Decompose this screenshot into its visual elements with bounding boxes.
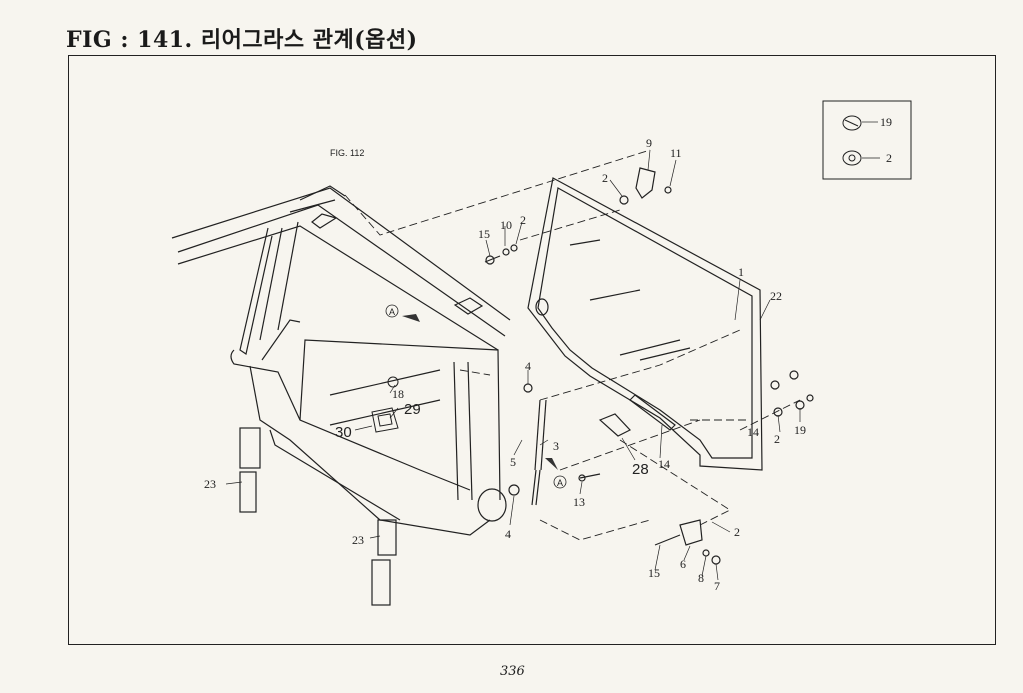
part-label-15a: 15 (478, 227, 490, 241)
svg-text:A: A (557, 478, 563, 488)
part-label-4b: 4 (505, 527, 511, 541)
diagram-frame (68, 55, 996, 645)
figure-title: FIG : 141. 리어그라스 관계(옵션) (66, 27, 418, 53)
assembly-lines (344, 149, 801, 541)
handle-part (477, 488, 507, 522)
part-labels: 1 22 9 11 2 15 10 2 4 3 5 4 18 29 30 23 … (204, 136, 806, 593)
latch-28 (598, 413, 631, 437)
cab-roof-frame (171, 185, 511, 351)
cab-body (230, 339, 501, 536)
bracket-23-right (371, 519, 397, 606)
lower-hinge-6 (654, 519, 721, 565)
part-label-22: 22 (770, 289, 782, 303)
part-label-1: 1 (738, 265, 744, 279)
part-label-28: 28 (632, 461, 649, 478)
part-label-14b: 14 (747, 425, 759, 439)
inset-label-2: 2 (886, 151, 892, 165)
part-label-8: 8 (698, 571, 704, 585)
part-label-18: 18 (392, 387, 404, 401)
bracket-23-left (239, 427, 261, 513)
part-label-23a: 23 (204, 477, 216, 491)
part-label-6: 6 (680, 557, 686, 571)
bolt-15-upper (484, 244, 518, 265)
part-label-30: 30 (335, 424, 352, 441)
part-label-29: 29 (404, 401, 421, 418)
part-label-23b: 23 (352, 533, 364, 547)
clip-parts (371, 376, 399, 433)
part-label-10: 10 (500, 218, 512, 232)
svg-text:A: A (389, 307, 395, 317)
rear-glass-panel (527, 177, 763, 471)
leader-lines (225, 149, 801, 581)
part-label-19: 19 (794, 423, 806, 437)
part-label-9: 9 (646, 136, 652, 150)
bolt-13 (578, 473, 601, 482)
inset-label-19: 19 (880, 115, 892, 129)
page-number: 336 (500, 664, 525, 679)
part-label-5: 5 (510, 455, 516, 469)
part-label-11: 11 (670, 146, 682, 160)
reference-label: FIG. 112 (330, 148, 364, 158)
bolts-19 (770, 370, 814, 417)
part-label-2b: 2 (520, 213, 526, 227)
gas-strut (508, 383, 547, 506)
part-label-4a: 4 (525, 359, 531, 373)
marker-a-lower: A (545, 458, 567, 489)
part-label-2a: 2 (602, 171, 608, 185)
part-label-15b: 15 (648, 566, 660, 580)
part-label-2d: 2 (734, 525, 740, 539)
hinge-9 (619, 167, 672, 205)
left-pillar (239, 221, 301, 361)
part-label-3: 3 (553, 439, 559, 453)
part-label-2c: 2 (774, 432, 780, 446)
part-label-14a: 14 (658, 457, 670, 471)
part-label-13: 13 (573, 495, 585, 509)
inset-box: 19 2 (822, 100, 912, 180)
marker-a-upper: A (385, 304, 420, 322)
part-label-7: 7 (714, 579, 720, 593)
